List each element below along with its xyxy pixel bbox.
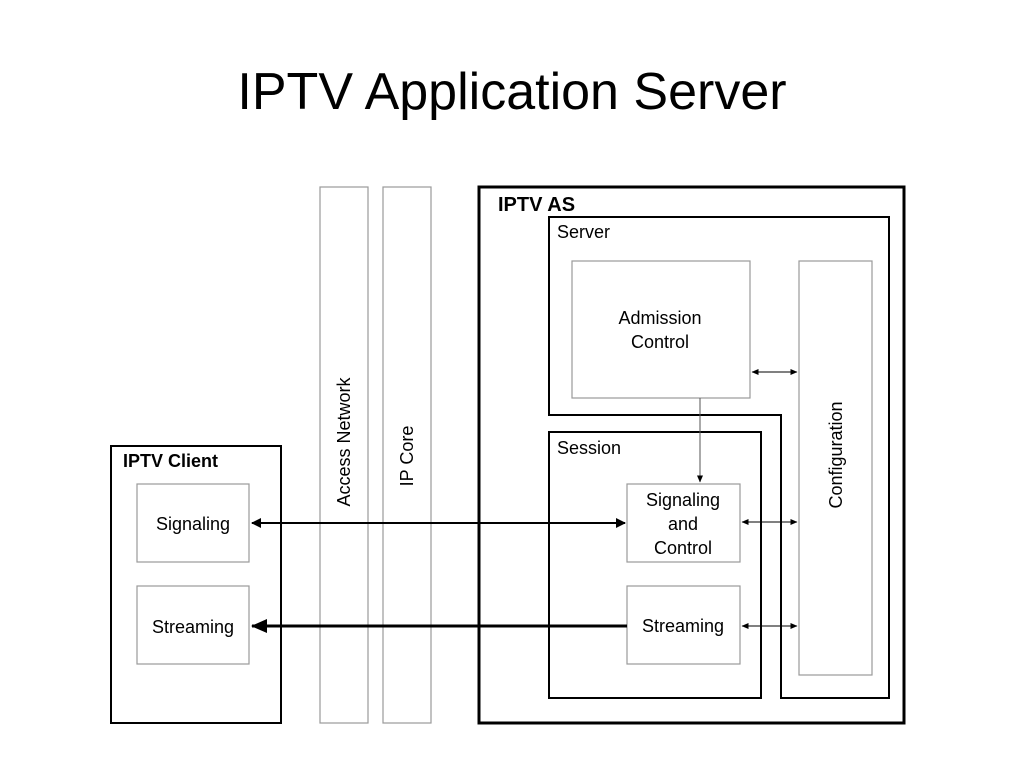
server-title: Server: [557, 222, 610, 242]
session-streaming-label: Streaming: [642, 616, 724, 636]
client-streaming-label: Streaming: [152, 617, 234, 637]
signaling-control-label-line3: Control: [654, 538, 712, 558]
configuration-label: Configuration: [826, 401, 846, 508]
signaling-control-label-line1: Signaling: [646, 490, 720, 510]
ip-core-label: IP Core: [397, 426, 417, 487]
slide-title: IPTV Application Server: [237, 63, 787, 121]
client-signaling-label: Signaling: [156, 514, 230, 534]
iptv-as-box: IPTV AS Server Admission Control Configu…: [477, 185, 906, 725]
client-streaming-box: Streaming: [136, 585, 250, 665]
client-signaling-box: Signaling: [136, 483, 250, 563]
session-streaming-box: Streaming: [626, 585, 741, 665]
iptv-client-box: IPTV Client Signaling Streaming: [110, 445, 282, 724]
access-network-label: Access Network: [334, 376, 354, 506]
configuration-box: Configuration: [798, 260, 873, 676]
admission-control-label-line2: Control: [631, 332, 689, 352]
signaling-control-label-line2: and: [668, 514, 698, 534]
admission-control-label-line1: Admission: [618, 308, 701, 328]
session-box: Session Signaling and Control Streaming: [548, 431, 762, 699]
iptv-client-title: IPTV Client: [123, 451, 218, 471]
admission-control-box: Admission Control: [571, 260, 751, 399]
access-network-column: Access Network: [319, 186, 369, 724]
ip-core-column: IP Core: [382, 186, 432, 724]
iptv-as-title: IPTV AS: [498, 194, 575, 216]
session-title: Session: [557, 438, 621, 458]
signaling-control-box: Signaling and Control: [626, 483, 741, 563]
